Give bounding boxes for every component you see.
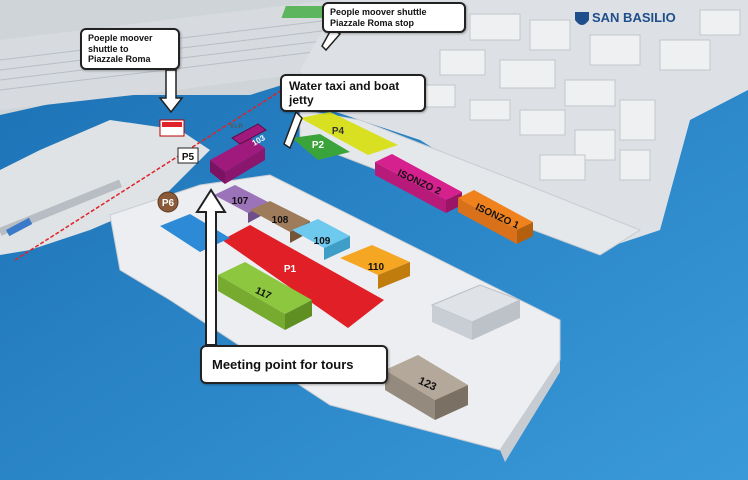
callout-meeting-point: Meeting point for tours [200,345,388,385]
location-pin-icon [575,12,589,25]
callout-meeting-point-text: Meeting point for tours [212,357,354,372]
terminal-isonzo-2 [375,154,462,213]
callout-line-3: Piazzale Roma [88,54,151,65]
pointer-people-mover-left [158,69,184,114]
pier-south-edge [500,360,560,462]
terminal-117 [218,262,312,330]
callout-line-1: Poeple moover [88,33,153,43]
arrow-up-icon [195,188,227,346]
callout-line-2: shuttle to [88,43,129,54]
terminal-109-label: 109 [314,236,331,247]
people-mover-train [5,217,33,237]
callout-line-2: Piazzale Roma stop [330,17,415,28]
callout-line-2: jetty [289,93,314,108]
parking-p1-label: P1 [284,264,297,275]
parking-p5-sign [177,147,199,164]
callout-water-taxi: Water taxi and boat jetty [280,74,426,113]
callout-people-mover-stop: People moover shuttle Piazzale Roma stop [322,2,466,34]
parking-p4-label: P4 [332,126,345,137]
terminal-107-label: 107 [232,196,249,207]
terminal-109 [292,219,350,260]
shed-building [430,284,522,340]
terminal-110 [340,245,410,289]
parking-p5-label: P5 [182,152,195,163]
area-label-san-basilio: SAN BASILIO [592,10,676,25]
terminal-110-label: 110 [368,262,385,273]
parking-p1 [222,225,384,328]
parking-p6-label: P6 [162,198,175,209]
callout-line-1: Water taxi and boat [289,79,400,93]
parking-p6-marker [157,191,179,213]
callout-people-mover-shuttle: Poeple moover shuttle to Piazzale Roma [80,28,180,70]
parking-p4 [300,112,398,155]
terminal-108-label: 108 [272,215,289,226]
terminal-103 [210,123,267,184]
terminal-isonzo-1 [458,190,533,244]
parking-p2 [292,134,350,160]
people-mover-line [14,84,291,261]
callout-line-1: People moover shuttle [330,7,427,17]
parking-p2-label: P2 [312,140,325,151]
vip-label: V.I.P. [230,124,244,130]
terminal-123 [385,355,468,420]
pointer-water-taxi [283,110,303,150]
